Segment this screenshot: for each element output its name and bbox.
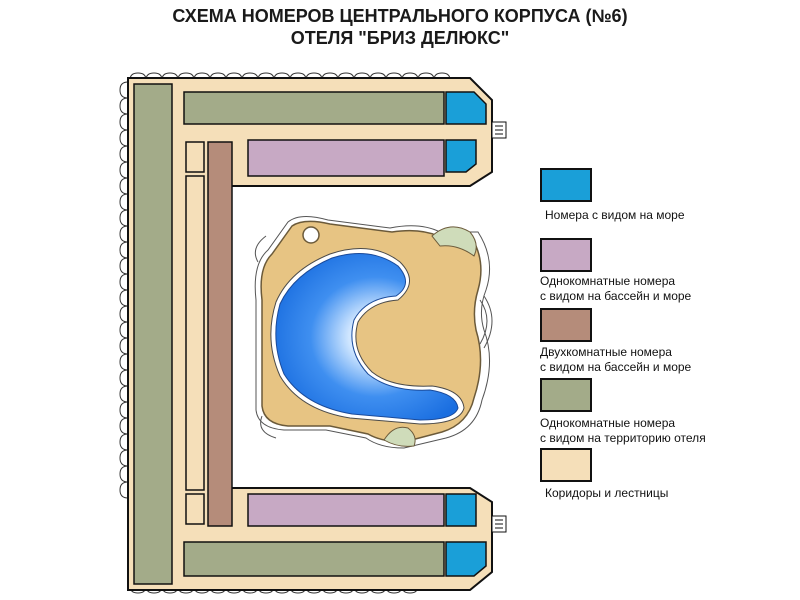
lawn-bottom <box>383 426 416 447</box>
room-territory-bottom <box>183 541 445 577</box>
legend-label-sea-view: Номера с видом на море <box>545 208 685 222</box>
deck-edge-right-2 <box>483 295 493 349</box>
stair-bottom <box>185 493 205 525</box>
room-territory-top <box>183 91 445 125</box>
stair-top <box>185 141 205 173</box>
stairs-right-bottom <box>491 515 507 533</box>
room-sea-view-top <box>445 91 487 125</box>
deck-edge-bottom-left <box>260 415 277 439</box>
legend-label-one-room-territory: Однокомнатные номера с видом на территор… <box>540 416 706 445</box>
deck-edge-right <box>479 299 488 345</box>
pool-water <box>275 253 459 421</box>
inner-corridor-top <box>185 175 205 491</box>
room-sea-view-bottom-2 <box>445 493 477 527</box>
legend-label-two-room-pool-sea: Двухкомнатные номера с видом на бассейн … <box>540 345 692 374</box>
legend-swatch-corridors <box>540 448 592 482</box>
room-sea-view-bottom <box>445 541 487 577</box>
legend-swatch-sea-view <box>540 168 592 202</box>
room-sea-view-top-2 <box>445 139 477 173</box>
legend-swatch-one-room-territory <box>540 378 592 412</box>
room-two-room-column <box>207 141 233 527</box>
deck-edge-left <box>254 235 267 263</box>
room-territory-left <box>133 83 173 585</box>
title-line-2: ОТЕЛЯ "БРИЗ ДЕЛЮКС" <box>290 28 510 48</box>
legend-label-one-room-pool-sea: Однокомнатные номера с видом на бассейн … <box>540 274 692 303</box>
legend-label-corridors: Коридоры и лестницы <box>545 486 669 500</box>
lawn-top <box>431 226 477 257</box>
legend-swatch-two-room-pool-sea <box>540 308 592 342</box>
room-pool-sea-top <box>247 139 445 177</box>
jacuzzi <box>302 226 320 244</box>
pool-area <box>254 216 493 449</box>
room-pool-sea-bottom <box>247 493 445 527</box>
stairs-right-top <box>491 121 507 139</box>
legend-swatch-one-room-pool-sea <box>540 238 592 272</box>
diagram-title: СХЕМА НОМЕРОВ ЦЕНТРАЛЬНОГО КОРПУСА (№6) … <box>0 5 800 49</box>
title-line-1: СХЕМА НОМЕРОВ ЦЕНТРАЛЬНОГО КОРПУСА (№6) <box>172 6 628 26</box>
tree-border-left <box>119 81 129 499</box>
